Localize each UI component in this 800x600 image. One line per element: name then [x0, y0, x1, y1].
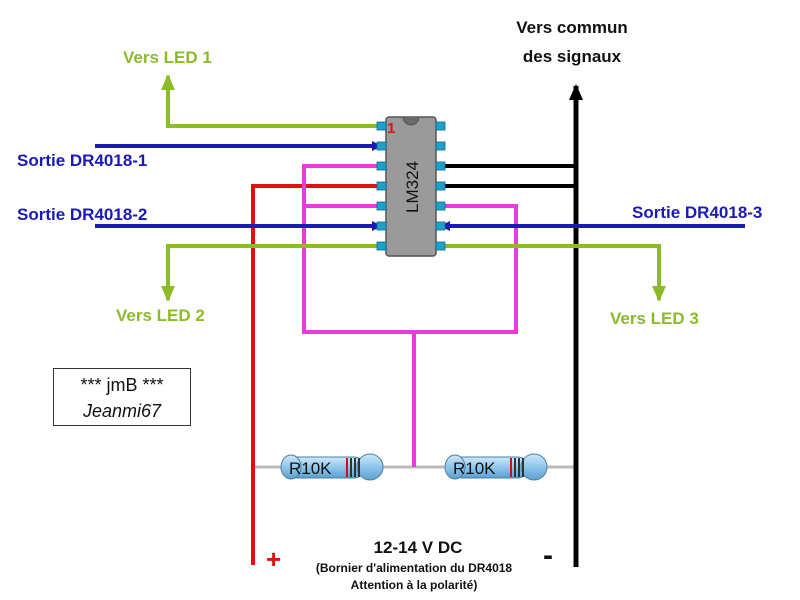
lm324-chip: 1 LM324 — [376, 116, 446, 257]
led2-wire — [161, 244, 380, 302]
chip-pin1-label: 1 — [387, 120, 395, 137]
power-minus: - — [543, 539, 553, 572]
label-sortie-1: Sortie DR4018-1 — [17, 151, 147, 170]
divider-wire-left — [302, 164, 414, 334]
power-plus: + — [266, 544, 281, 574]
label-vers-led-3: Vers LED 3 — [610, 309, 699, 328]
signature-line2: Jeanmi67 — [82, 401, 162, 421]
resistor-left: R10K — [280, 453, 384, 481]
signature-line1: *** jmB *** — [80, 375, 164, 395]
chip-notch — [402, 116, 420, 126]
power-note-line1: (Bornier d'alimentation du DR4018 — [316, 561, 513, 575]
label-vers-commun-line1: Vers commun — [516, 18, 628, 37]
resistor-right-label: R10K — [453, 459, 496, 478]
label-vers-commun-line2: des signaux — [523, 47, 622, 66]
label-sortie-3: Sortie DR4018-3 — [632, 203, 762, 222]
chip-name: LM324 — [403, 161, 422, 213]
chip-pins-right — [435, 121, 446, 251]
chip-pins-left — [376, 121, 387, 251]
label-vers-led-1: Vers LED 1 — [123, 48, 212, 67]
positive-wire — [251, 184, 380, 565]
signature-box: *** jmB *** Jeanmi67 — [53, 368, 191, 426]
led1-wire — [161, 74, 380, 128]
label-vers-led-2: Vers LED 2 — [116, 306, 205, 325]
power-voltage: 12-14 V DC — [374, 538, 463, 557]
led3-wire — [442, 244, 666, 302]
divider-wire-right — [414, 204, 518, 334]
resistor-left-label: R10K — [289, 459, 332, 478]
label-sortie-2: Sortie DR4018-2 — [17, 205, 147, 224]
resistor-right: R10K — [444, 453, 548, 481]
power-note-line2: Attention à la polarité) — [351, 578, 478, 592]
